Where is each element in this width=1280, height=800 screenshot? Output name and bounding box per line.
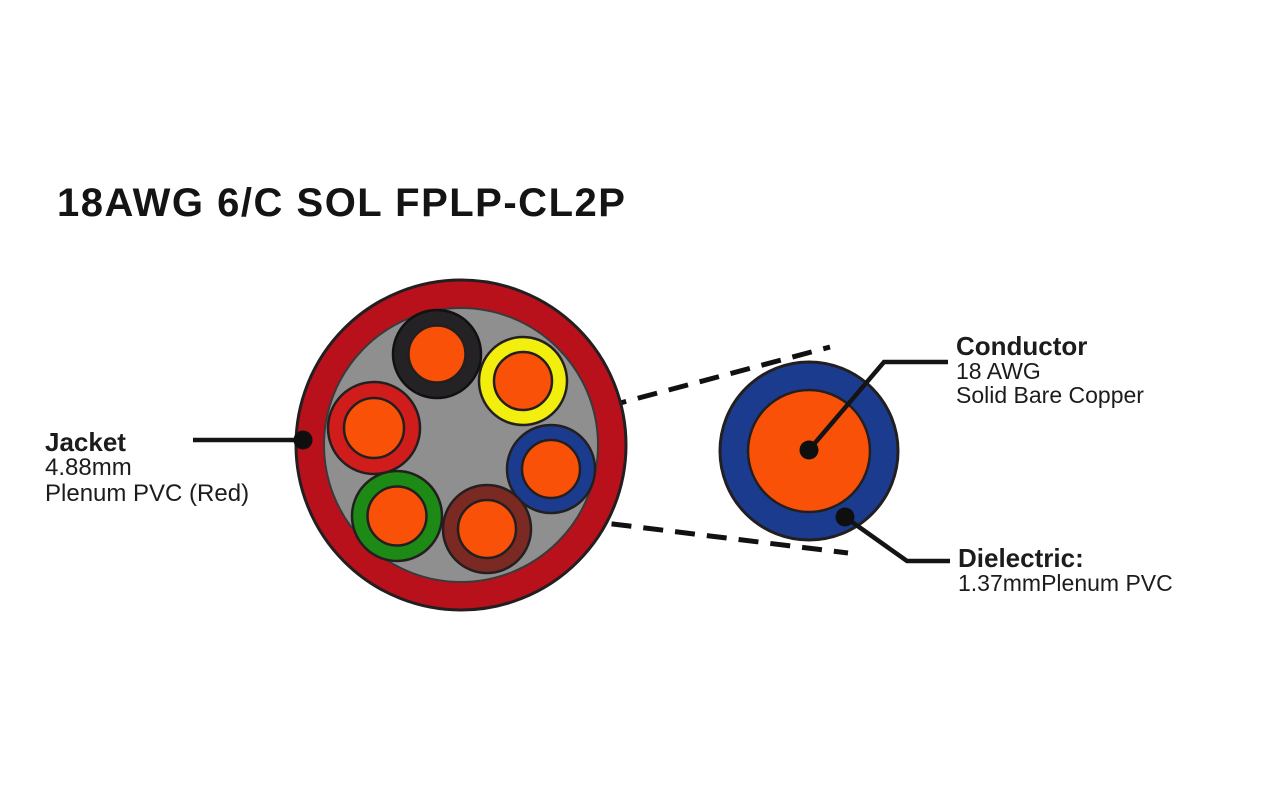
conductor-brown-copper: [456, 498, 518, 560]
jacket-label-heading: Jacket: [45, 427, 126, 457]
dielectric-label: Dielectric: 1.37mmPlenum PVC: [958, 545, 1173, 595]
jacket-label-size: 4.88mm: [45, 454, 132, 481]
conductor-label: Conductor 18 AWG Solid Bare Copper: [956, 333, 1144, 407]
jacket-callout-dot: [293, 430, 313, 450]
conductor-label-material: Solid Bare Copper: [956, 382, 1144, 408]
dielectric-callout-dot: [835, 507, 855, 527]
conductor-label-heading: Conductor: [956, 331, 1088, 361]
conductor-black: [391, 308, 483, 400]
conductor-black-copper: [407, 324, 467, 384]
conductor-brown: [441, 483, 533, 575]
callout-leaders: [193, 359, 950, 564]
page-title: 18AWG 6/C SOL FPLP-CL2P: [57, 181, 627, 225]
callout-dots: [293, 430, 855, 527]
dielectric-label-material: 1.37mmPlenum PVC: [958, 570, 1173, 596]
jacket-label: Jacket 4.88mm Plenum PVC (Red): [45, 429, 249, 507]
conductor-yellow-copper: [492, 350, 554, 412]
dielectric-label-heading: Dielectric:: [958, 543, 1084, 573]
conductor-yellow: [477, 335, 569, 427]
cable-cross-section: [294, 278, 628, 612]
conductor-green-copper: [366, 485, 428, 547]
conductor-blue-copper: [520, 438, 582, 500]
conductor-blue: [505, 423, 597, 515]
conductor-red: [326, 380, 422, 476]
jacket-label-material: Plenum PVC (Red): [45, 480, 250, 507]
conductor-leader-line: [807, 359, 948, 452]
conductor-label-gauge: 18 AWG: [956, 358, 1041, 384]
conductor-green: [350, 469, 444, 563]
dielectric-leader-line: [843, 515, 950, 564]
conductor-callout-dot: [799, 440, 819, 460]
conductor-red-copper: [342, 396, 406, 460]
